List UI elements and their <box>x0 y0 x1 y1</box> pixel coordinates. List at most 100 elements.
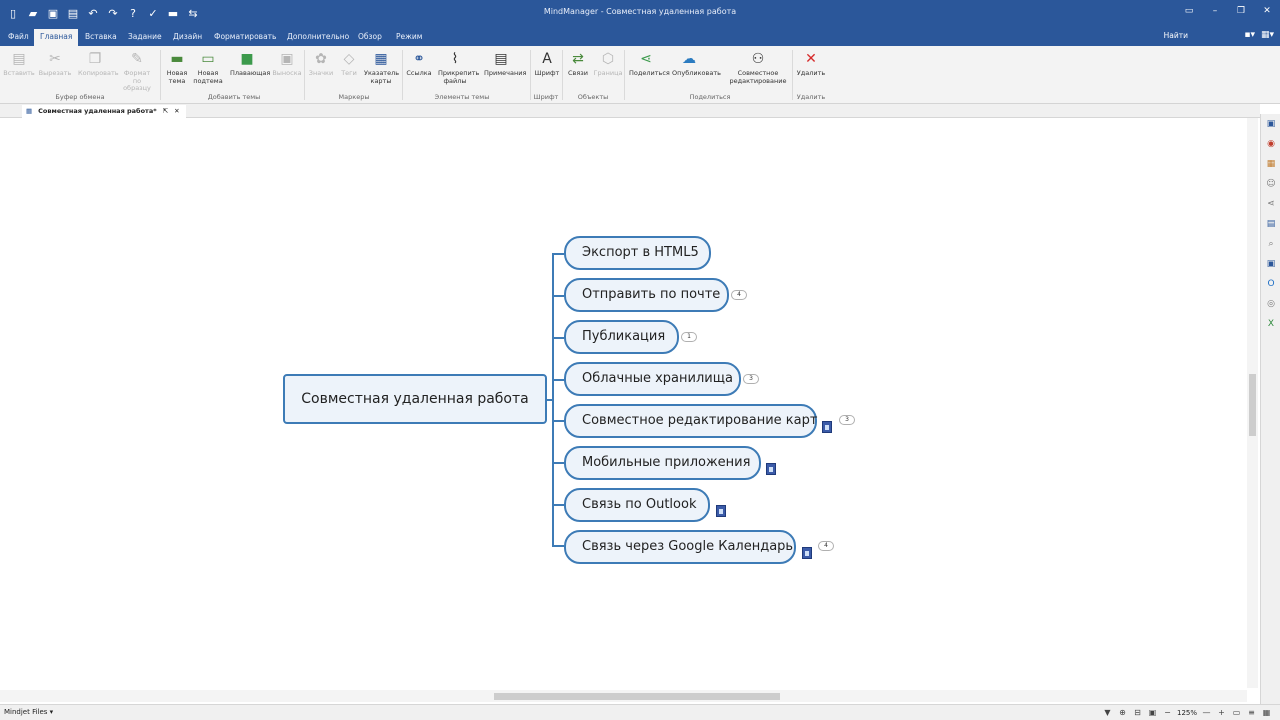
task-icon[interactable]: ▬ <box>167 6 179 20</box>
zoom-level[interactable]: 125% <box>1176 708 1197 717</box>
new-topic-button[interactable]: ▬Новая тема <box>166 51 188 85</box>
attach-button[interactable]: ⌇Прикрепить файлы <box>438 51 480 85</box>
delete-button[interactable]: ✕Удалить <box>796 51 826 77</box>
normal-view-icon[interactable]: ▭ <box>1232 708 1241 717</box>
title-bar: ▯ ▰ ▣ ▤ ↶ ↷ ? ✓ ▬ ⇆ MindManager - Совмес… <box>0 0 1280 28</box>
document-tab[interactable]: ▦ Совместная удаленная работа* ⇱ ✕ <box>22 105 186 118</box>
account-icon[interactable]: ▦▾ <box>1260 30 1274 40</box>
minimize-icon[interactable]: – <box>1212 6 1218 16</box>
filter-icon[interactable]: ▼ <box>1104 708 1111 717</box>
help-icon[interactable]: ? <box>130 6 136 20</box>
linked-map-icon[interactable] <box>822 421 832 433</box>
browser-pane-icon[interactable]: ◎ <box>1267 299 1275 309</box>
restore-icon[interactable]: ❐ <box>1236 6 1246 16</box>
excel-pane-icon[interactable]: X <box>1267 319 1275 329</box>
new-subtopic-button[interactable]: ▭Новая подтема <box>193 51 223 85</box>
library-pane-icon[interactable]: ▤ <box>1266 219 1276 229</box>
zoom-in-icon[interactable]: + <box>1218 708 1225 717</box>
zoom-out-icon[interactable]: − <box>1164 708 1171 717</box>
tags-button[interactable]: ◇Теги <box>341 51 357 77</box>
tab-task[interactable]: Задание <box>128 32 162 41</box>
publish-button[interactable]: ☁Опубликовать <box>672 51 721 77</box>
floating-topic-button[interactable]: ■Плавающая <box>230 51 271 77</box>
topic-node[interactable]: Мобильные приложения <box>564 446 761 480</box>
new-file-icon[interactable]: ▯ <box>9 6 17 20</box>
coedit-button[interactable]: ⚇Совместное редактирование <box>729 51 787 85</box>
collapsed-count-badge[interactable]: 4 <box>818 541 834 551</box>
search-icon[interactable]: ⌕ <box>1268 239 1274 249</box>
collapsed-count-badge[interactable]: 3 <box>743 374 759 384</box>
undo-icon[interactable]: ↶ <box>88 6 98 20</box>
paste-button[interactable]: ▤Вставить <box>3 51 35 77</box>
find-button[interactable]: Найти <box>1163 31 1188 40</box>
tab-home[interactable]: Главная <box>34 29 79 46</box>
outline-view-icon[interactable]: ≡ <box>1248 708 1255 717</box>
central-topic[interactable]: Совместная удаленная работа <box>283 374 547 424</box>
linked-map-icon[interactable] <box>766 463 776 475</box>
boundary-button[interactable]: ⬡Граница <box>593 51 623 77</box>
open-folder-icon[interactable]: ▰ <box>28 6 38 20</box>
format-painter-button[interactable]: ✎Формат по образцу <box>123 51 151 92</box>
connector-line <box>552 337 564 339</box>
topic-node[interactable]: Связь через Google Календарь <box>564 530 796 564</box>
vertical-scrollbar[interactable] <box>1247 118 1258 688</box>
topic-node[interactable]: Связь по Outlook <box>564 488 710 522</box>
collapse-icon[interactable]: ⊟ <box>1134 708 1141 717</box>
collapsed-count-badge[interactable]: 4 <box>731 290 747 300</box>
check-icon[interactable]: ✓ <box>148 6 158 20</box>
link-button[interactable]: ⚭Ссылка <box>406 51 432 77</box>
topic-node[interactable]: Облачные хранилища <box>564 362 741 396</box>
sync-icon[interactable]: ⇆ <box>188 6 198 20</box>
mindjet-files-menu[interactable]: Mindjet Files ▾ <box>4 708 54 716</box>
horizontal-scrollbar[interactable] <box>0 690 1247 702</box>
balance-map-icon[interactable]: ⊕ <box>1119 708 1126 717</box>
tab-format[interactable]: Форматировать <box>214 32 277 41</box>
close-icon[interactable]: ✕ <box>1263 6 1271 16</box>
copy-icon: ❐ <box>88 51 102 67</box>
map-index-button[interactable]: ▦Указатель карты <box>364 51 400 85</box>
tab-insert[interactable]: Вставка <box>85 32 117 41</box>
group-label-font: Шрифт <box>533 93 559 101</box>
vertical-scroll-thumb[interactable] <box>1249 374 1256 436</box>
ribbon-display-icon[interactable]: ▭ <box>1184 6 1194 16</box>
collapsed-count-badge[interactable]: 3 <box>839 415 855 425</box>
relationship-button[interactable]: ⇄Связи <box>568 51 588 77</box>
outlook-pane-icon[interactable]: O <box>1267 279 1275 289</box>
tab-design[interactable]: Дизайн <box>173 32 203 41</box>
task-pane-icon[interactable]: ▣ <box>1266 119 1276 129</box>
ribbon-separator <box>304 50 305 100</box>
icons-button[interactable]: ✿Значки <box>308 51 334 77</box>
topic-node[interactable]: Публикация <box>564 320 679 354</box>
linked-map-icon[interactable] <box>802 547 812 559</box>
print-icon[interactable]: ▤ <box>67 6 79 20</box>
map-parts-pane-icon[interactable]: ⋖ <box>1267 199 1275 209</box>
callout-button[interactable]: ▣Выноска <box>272 51 302 77</box>
map-index-pane-icon[interactable]: ▣ <box>1266 259 1276 269</box>
fit-map-icon[interactable]: ▣ <box>1148 708 1157 717</box>
tab-review[interactable]: Обзор <box>358 32 382 41</box>
collapsed-count-badge[interactable]: 1 <box>681 332 697 342</box>
save-icon[interactable]: ▣ <box>47 6 59 20</box>
resources-pane-icon[interactable]: ☺ <box>1266 179 1276 189</box>
tab-view[interactable]: Режим <box>396 32 423 41</box>
share-button[interactable]: ⋖Поделиться <box>629 51 670 77</box>
gantt-view-icon[interactable]: ▦ <box>1262 708 1271 717</box>
copy-button[interactable]: ❐Копировать <box>78 51 119 77</box>
notes-button[interactable]: ▤Примечания <box>484 51 527 77</box>
layout-icon[interactable]: ▪▾ <box>1244 30 1255 40</box>
redo-icon[interactable]: ↷ <box>108 6 118 20</box>
markers-pane-icon[interactable]: ◉ <box>1267 139 1275 149</box>
calendar-pane-icon[interactable]: ▦ <box>1266 159 1276 169</box>
zoom-slider-icon[interactable]: — <box>1202 708 1211 717</box>
tab-advanced[interactable]: Дополнительно <box>287 32 350 41</box>
topic-node[interactable]: Экспорт в HTML5 <box>564 236 711 270</box>
topic-node[interactable]: Отправить по почте <box>564 278 729 312</box>
linked-map-icon[interactable] <box>716 505 726 517</box>
tab-file[interactable]: Файл <box>8 32 29 41</box>
close-tab-icon[interactable]: ✕ <box>174 107 180 115</box>
topic-node[interactable]: Совместное редактирование карт <box>564 404 817 438</box>
cut-button[interactable]: ✂Вырезать <box>38 51 72 77</box>
pin-icon[interactable]: ⇱ <box>162 107 169 115</box>
horizontal-scroll-thumb[interactable] <box>494 693 780 700</box>
